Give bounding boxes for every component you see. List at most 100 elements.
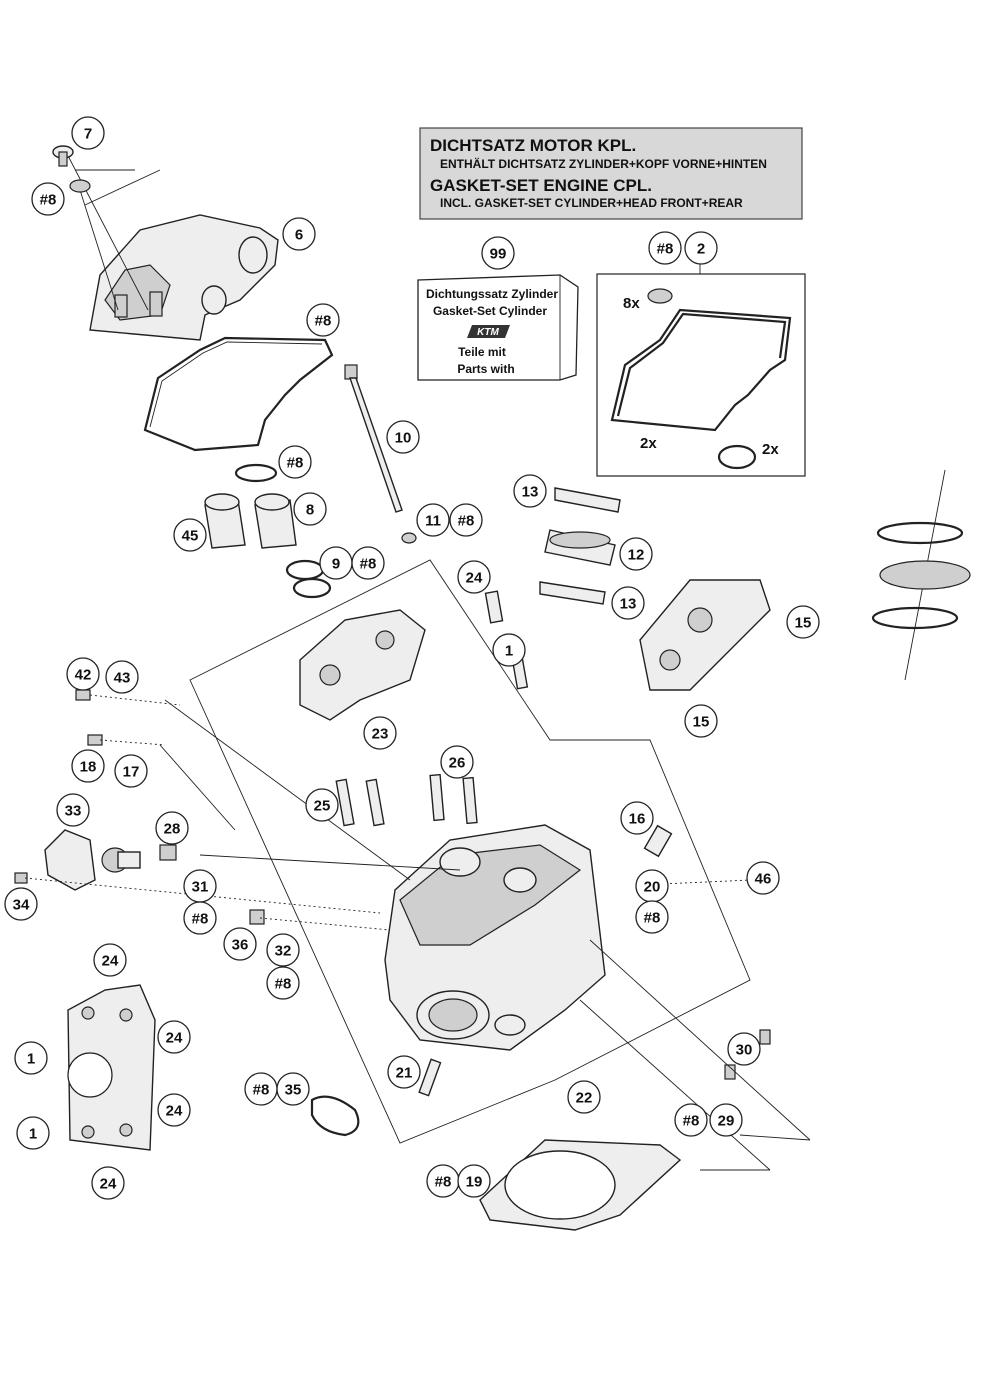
callout-label: 24 xyxy=(466,570,483,587)
callout-circle xyxy=(709,1103,743,1137)
cylinder-head-gasket-icon xyxy=(479,1139,682,1231)
callout-circle xyxy=(183,901,217,935)
kit-line-3: Teile mit xyxy=(458,345,506,359)
part-callout: 42 xyxy=(66,657,100,691)
callout-label: #8 xyxy=(315,313,332,330)
callout-circle xyxy=(727,1032,761,1066)
part-callout: #8 xyxy=(648,231,682,265)
callout-circle xyxy=(16,1116,50,1150)
callout-label: 28 xyxy=(164,821,181,838)
callout-circle xyxy=(282,217,316,251)
callout-label: 7 xyxy=(84,126,92,143)
callout-circle xyxy=(223,927,257,961)
part-callout: 16 xyxy=(620,801,654,835)
callout-circle xyxy=(157,1020,191,1054)
dowel-pin-icon xyxy=(484,590,504,624)
kit-line-2: Gasket-Set Cylinder xyxy=(433,304,547,318)
callout-circle xyxy=(674,1103,708,1137)
callout-label: 31 xyxy=(192,879,209,896)
callout-label: 36 xyxy=(232,937,249,954)
callout-label: #8 xyxy=(360,556,377,573)
part-callout: 43 xyxy=(105,660,139,694)
tensioner-cover-icon xyxy=(44,829,141,891)
gasket-kit-box: Dichtungssatz Zylinder Gasket-Set Cylind… xyxy=(417,274,579,381)
part-callout: 9 xyxy=(319,546,353,580)
part-callout: 22 xyxy=(567,1080,601,1114)
callout-label: 9 xyxy=(332,556,340,573)
part-callout: 1 xyxy=(16,1116,50,1150)
part-callout: 24 xyxy=(91,1166,125,1200)
callout-label: 35 xyxy=(285,1082,302,1099)
kit-line-1: Dichtungssatz Zylinder xyxy=(426,287,558,301)
valve-cover-gasket-icon xyxy=(610,308,792,432)
callout-label: 16 xyxy=(629,811,646,828)
part-callout: 10 xyxy=(386,420,420,454)
quantity-label: 2x xyxy=(640,435,657,452)
part-callout: 2 xyxy=(684,231,718,265)
callout-label: 32 xyxy=(275,943,292,960)
callout-circle xyxy=(440,745,474,779)
callout-label: #8 xyxy=(275,976,292,993)
part-callout: #8 xyxy=(183,901,217,935)
callout-label: 10 xyxy=(395,430,412,447)
callout-label: 24 xyxy=(166,1030,183,1047)
seal-ring-icon xyxy=(647,288,673,304)
callout-label: 46 xyxy=(755,871,772,888)
callout-label: 43 xyxy=(114,670,131,687)
part-callout: #8 xyxy=(306,303,340,337)
part-callout: 24 xyxy=(157,1020,191,1054)
part-callout: 8 xyxy=(293,492,327,526)
ktm-logo: KTM xyxy=(467,325,510,338)
callout-circle xyxy=(31,182,65,216)
callout-circle xyxy=(786,605,820,639)
callout-label: 25 xyxy=(314,798,331,815)
part-callout: #8 xyxy=(31,182,65,216)
callout-circle xyxy=(4,887,38,921)
part-callout: 33 xyxy=(56,793,90,827)
part-callout: 34 xyxy=(4,887,38,921)
part-callout: 20 xyxy=(635,869,669,903)
part-callout: 32 xyxy=(266,933,300,967)
part-callout: 30 xyxy=(727,1032,761,1066)
part-callout: 25 xyxy=(305,788,339,822)
part-callout: #8 xyxy=(674,1103,708,1137)
cylinder-head-icon xyxy=(384,824,606,1051)
kit-line-4: Parts with xyxy=(457,362,514,376)
callout-circle xyxy=(457,560,491,594)
callout-circle xyxy=(305,788,339,822)
part-callout: 17 xyxy=(114,754,148,788)
valve-guide-icon xyxy=(335,773,478,827)
callout-circle xyxy=(276,1072,310,1106)
part-callout: #8 xyxy=(266,966,300,1000)
callout-label: #8 xyxy=(192,911,209,928)
callout-label: 30 xyxy=(736,1042,753,1059)
callout-label: 23 xyxy=(372,726,389,743)
callout-label: 34 xyxy=(13,897,30,914)
callout-label: 13 xyxy=(522,484,539,501)
callout-circle xyxy=(56,793,90,827)
callout-label: 24 xyxy=(102,953,119,970)
callout-label: 24 xyxy=(100,1176,117,1193)
part-callout: 99 xyxy=(481,236,515,270)
notice-title-en: GASKET-SET ENGINE CPL. xyxy=(430,176,652,195)
callout-circle xyxy=(91,1166,125,1200)
part-callout: #8 xyxy=(449,503,483,537)
part-callout: 23 xyxy=(363,716,397,750)
callout-circle xyxy=(14,1041,48,1075)
callout-label: 45 xyxy=(182,528,199,545)
part-callout: 19 xyxy=(457,1164,491,1198)
part-callout: 21 xyxy=(387,1055,421,1089)
part-callout: 26 xyxy=(440,745,474,779)
notice-sub-en: INCL. GASKET-SET CYLINDER+HEAD FRONT+REA… xyxy=(440,196,743,210)
head-gasket-left-icon xyxy=(67,984,156,1151)
callout-label: 2 xyxy=(697,241,705,258)
callout-label: 21 xyxy=(396,1065,413,1082)
part-callout: 24 xyxy=(457,560,491,594)
part-callout: 36 xyxy=(223,927,257,961)
callout-circle xyxy=(648,231,682,265)
callout-label: #8 xyxy=(253,1082,270,1099)
part-callout: 1 xyxy=(492,633,526,667)
callout-label: #8 xyxy=(435,1174,452,1191)
callout-circle xyxy=(620,801,654,835)
callout-circle xyxy=(173,518,207,552)
